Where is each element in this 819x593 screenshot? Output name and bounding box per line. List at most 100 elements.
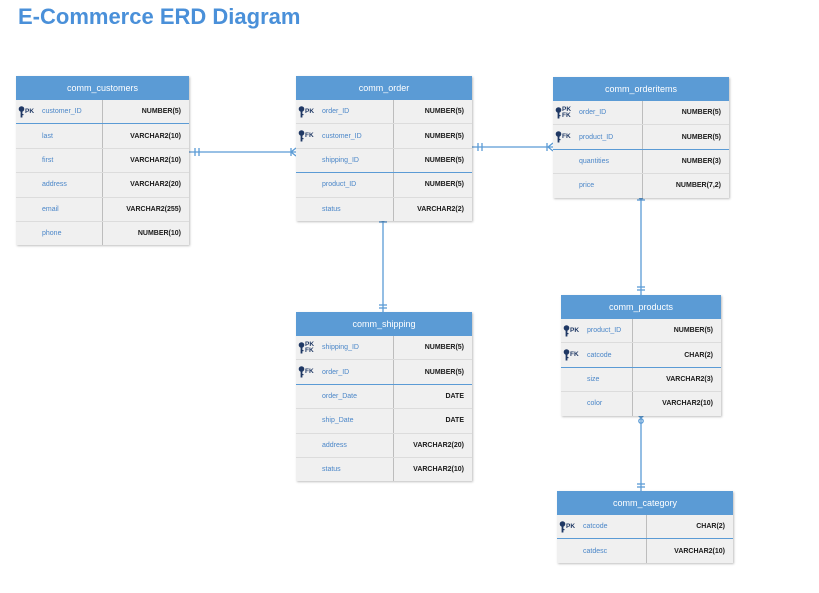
- key-cell: [16, 198, 36, 221]
- field-name: order_Date: [322, 392, 358, 400]
- table-header: comm_category: [557, 491, 733, 515]
- key-cell: [296, 198, 316, 221]
- field-name: product_ID: [322, 181, 357, 189]
- key-cell: [561, 368, 581, 391]
- key-cell: [296, 385, 316, 408]
- key-label: FK: [570, 351, 579, 359]
- column-divider: [393, 197, 394, 221]
- field-name: last: [42, 132, 53, 140]
- field-name: catcode: [587, 351, 612, 359]
- field-name: email: [42, 205, 59, 213]
- field-name: ship_Date: [322, 417, 354, 425]
- table-header: comm_orderitems: [553, 77, 729, 101]
- key-cell: [557, 539, 577, 562]
- field-name: shipping_ID: [322, 344, 359, 352]
- key-label: PK FK: [305, 340, 315, 354]
- key-label: PK: [305, 107, 315, 115]
- column-divider: [646, 539, 647, 563]
- field-type: NUMBER(5): [424, 368, 464, 376]
- table-row: order_Date DATE: [296, 383, 472, 409]
- key-label: FK: [305, 368, 314, 376]
- column-divider: [393, 100, 394, 124]
- field-name: address: [42, 181, 67, 189]
- column-divider: [102, 197, 103, 221]
- field-type: VARCHAR2(10): [130, 132, 181, 140]
- column-divider: [393, 124, 394, 148]
- key-cell: [296, 409, 316, 432]
- key-cell: FK: [296, 360, 316, 383]
- field-type: CHAR(2): [696, 523, 725, 531]
- table-row: address VARCHAR2(20): [296, 432, 472, 457]
- field-type: VARCHAR2(3): [666, 375, 713, 383]
- field-type: NUMBER(5): [424, 132, 464, 140]
- column-divider: [102, 173, 103, 197]
- column-divider: [393, 433, 394, 457]
- key-cell: FK: [553, 125, 573, 148]
- field-name: color: [587, 400, 603, 408]
- column-divider: [642, 174, 643, 198]
- field-name: address: [322, 441, 347, 449]
- column-divider: [632, 343, 633, 367]
- field-type: NUMBER(5): [681, 109, 721, 117]
- key-cell: [296, 149, 316, 172]
- column-divider: [632, 392, 633, 416]
- column-divider: [102, 148, 103, 173]
- key-cell: FK: [561, 343, 581, 366]
- table-header: comm_customers: [16, 76, 189, 100]
- field-name: order_ID: [322, 368, 350, 376]
- field-name: order_ID: [579, 109, 607, 117]
- column-divider: [632, 367, 633, 392]
- column-divider: [642, 101, 643, 125]
- key-cell: [16, 222, 36, 245]
- key-label: FK: [305, 132, 314, 140]
- field-type: NUMBER(5): [424, 156, 464, 164]
- field-name: customer_ID: [322, 132, 362, 140]
- key-cell: FK: [296, 124, 316, 147]
- column-divider: [646, 515, 647, 539]
- field-type: NUMBER(3): [681, 157, 721, 165]
- field-type: NUMBER(5): [424, 108, 464, 116]
- field-type: NUMBER(5): [681, 133, 721, 141]
- key-cell: [296, 434, 316, 457]
- column-divider: [393, 457, 394, 482]
- table-row: FK order_ID NUMBER(5): [296, 359, 472, 384]
- key-cell: [296, 458, 316, 481]
- table-row: price NUMBER(7,2): [553, 173, 729, 198]
- field-name: customer_ID: [42, 108, 82, 116]
- column-divider: [642, 125, 643, 149]
- field-name: size: [587, 375, 600, 383]
- key-cell: PK: [557, 515, 577, 538]
- field-type: NUMBER(5): [424, 181, 464, 189]
- column-divider: [393, 173, 394, 197]
- field-type: DATE: [445, 392, 464, 400]
- table-row: product_ID NUMBER(5): [296, 172, 472, 197]
- key-label: FK: [562, 133, 571, 141]
- field-type: VARCHAR2(20): [413, 441, 464, 449]
- column-divider: [102, 100, 103, 124]
- table-header: comm_products: [561, 295, 721, 319]
- key-label: PK: [25, 107, 35, 115]
- column-divider: [393, 360, 394, 384]
- key-cell: PK FK: [296, 336, 316, 359]
- field-type: NUMBER(7,2): [675, 182, 721, 190]
- field-name: price: [579, 182, 595, 190]
- column-divider: [102, 124, 103, 148]
- key-cell: PK: [296, 100, 316, 123]
- key-cell: [561, 392, 581, 415]
